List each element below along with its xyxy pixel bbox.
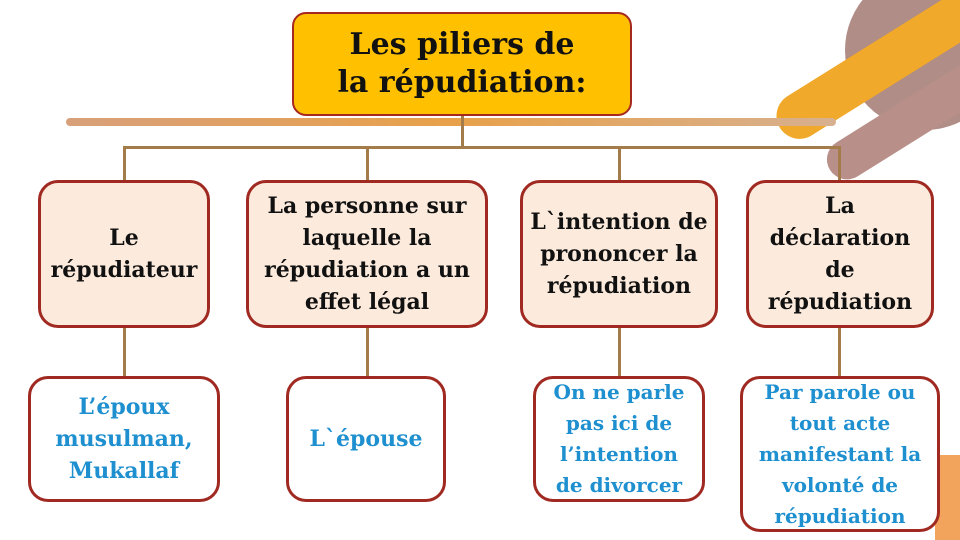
- detail-3-line-3: l’intention: [560, 442, 678, 466]
- pillar-box-repudiateur: Le répudiateur: [38, 180, 210, 328]
- connector-detail-3: [618, 328, 621, 376]
- connector-pillar-2: [366, 146, 369, 180]
- pillar-2-line-1: La personne sur: [267, 193, 467, 219]
- pillar-3-line-3: répudiation: [546, 273, 692, 299]
- pillar-box-personne: La personne sur laquelle la répudiation …: [246, 180, 488, 328]
- title-box: Les piliers de la répudiation:: [292, 12, 632, 116]
- detail-4-line-1: Par parole ou: [764, 379, 916, 404]
- connector-detail-4: [838, 328, 841, 376]
- detail-1-line-3: Mukallaf: [68, 458, 180, 484]
- connector-pillar-4: [838, 146, 841, 180]
- connector-detail-1: [123, 328, 126, 376]
- pillar-3-line-2: prononcer la: [540, 241, 698, 267]
- pillar-1-line-2: répudiateur: [50, 257, 198, 283]
- connector-horizontal: [123, 146, 841, 149]
- detail-1-line-2: musulman,: [55, 426, 193, 452]
- pillar-box-declaration: La déclaration de répudiation: [746, 180, 934, 328]
- detail-box-parole: Par parole ou tout acte manifestant la v…: [740, 376, 940, 532]
- connector-title-down: [461, 116, 464, 148]
- detail-2-line-1: L`épouse: [309, 426, 423, 452]
- detail-4-line-4: volonté de: [781, 472, 899, 497]
- title-line-1: Les piliers de: [349, 27, 575, 62]
- decorative-title-underline: [66, 118, 836, 126]
- pillar-3-line-1: L`intention de: [530, 209, 708, 235]
- pillar-4-line-1: La: [825, 193, 855, 219]
- pillar-4-line-3: de: [825, 257, 855, 283]
- detail-box-intention-note: On ne parle pas ici de l’intention de di…: [533, 376, 705, 502]
- detail-3-line-2: pas ici de: [565, 411, 673, 435]
- connector-pillar-1: [123, 146, 126, 180]
- pillar-4-line-4: répudiation: [767, 289, 913, 315]
- pillar-2-line-2: laquelle la: [302, 225, 432, 251]
- pillar-box-intention: L`intention de prononcer la répudiation: [520, 180, 718, 328]
- connector-detail-2: [366, 328, 369, 376]
- pillar-2-line-4: effet légal: [304, 289, 430, 315]
- detail-box-epouse: L`épouse: [286, 376, 446, 502]
- detail-4-line-5: répudiation: [774, 503, 906, 528]
- pillar-2-line-3: répudiation a un: [264, 257, 470, 283]
- detail-3-line-4: de divorcer: [555, 473, 683, 497]
- title-line-2: la répudiation:: [337, 65, 587, 100]
- connector-pillar-3: [618, 146, 621, 180]
- detail-box-epoux: L’époux musulman, Mukallaf: [28, 376, 220, 502]
- detail-4-line-2: tout acte: [789, 410, 891, 435]
- pillar-1-line-1: Le: [109, 225, 139, 251]
- pillar-4-line-2: déclaration: [769, 225, 911, 251]
- detail-1-line-1: L’époux: [78, 394, 170, 420]
- detail-4-line-3: manifestant la: [758, 441, 922, 466]
- detail-3-line-1: On ne parle: [553, 380, 685, 404]
